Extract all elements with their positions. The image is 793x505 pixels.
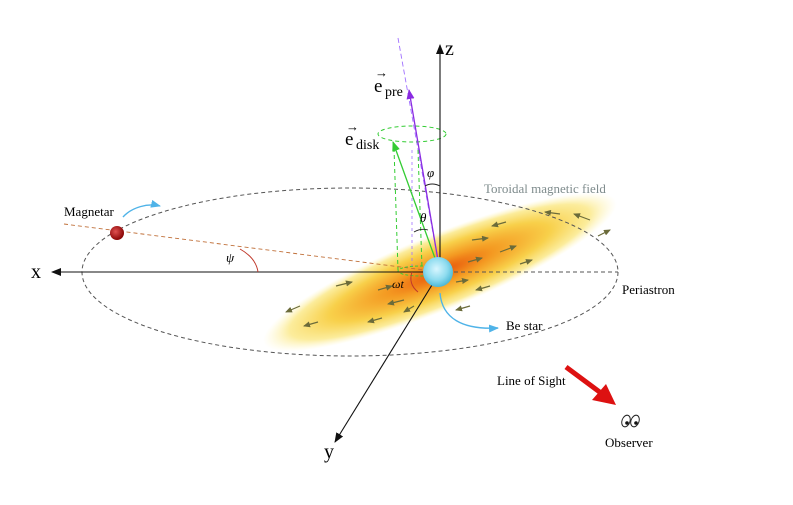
cone-dashed-left (393, 147, 399, 271)
observer-eyes-icon (621, 414, 640, 428)
e-pre-label: → e pre (374, 65, 403, 100)
magnetar-direction-line (63, 223, 441, 273)
be-star-rotation-arrow (439, 292, 499, 333)
toroidal-field-label: Toroidal magnetic field (484, 181, 606, 196)
cone-dashed-right (417, 149, 423, 269)
psi-label: ψ (226, 250, 235, 265)
field-arrow (467, 256, 483, 263)
y-axis (334, 271, 441, 443)
periastron-label: Periastron (622, 282, 675, 297)
field-arrow (573, 213, 591, 221)
y-axis-label: y (324, 441, 334, 463)
field-arrow (471, 235, 489, 242)
phi-label: φ (427, 165, 434, 180)
psi-arc (239, 248, 259, 273)
omega-t-label: ωt (392, 277, 404, 291)
line-of-sight-arrow (564, 364, 607, 399)
omega-t-arc (410, 271, 419, 293)
theta-label: θ (420, 210, 427, 225)
svg-text:pre: pre (385, 85, 403, 100)
field-arrow (597, 229, 611, 237)
svg-text:e: e (374, 76, 382, 97)
field-arrow (455, 305, 471, 312)
e-disk-label: → e disk (345, 119, 379, 153)
magnetar-label: Magnetar (64, 204, 114, 219)
field-arrow (475, 285, 491, 292)
field-arrow (303, 321, 319, 328)
be-star (423, 257, 453, 287)
be-star-label: Be star (506, 318, 543, 333)
field-arrow (377, 284, 393, 291)
line-of-sight-arrowhead (592, 384, 616, 405)
field-arrow (544, 209, 561, 216)
magnetar (110, 226, 124, 240)
svg-text:disk: disk (356, 138, 379, 153)
observer-label: Observer (605, 435, 653, 450)
svg-text:→: → (346, 119, 359, 134)
magnetar-orbit-arrow (122, 199, 161, 218)
field-arrow (499, 245, 517, 253)
field-arrow (285, 305, 301, 313)
field-arrow (367, 317, 383, 324)
phi-arc (424, 183, 441, 187)
e-pre-vector (406, 89, 441, 273)
toroidal-field-arrows (285, 209, 611, 328)
field-arrow (335, 280, 353, 287)
z-axis-label: z (445, 38, 454, 60)
precession-cone-ring (377, 125, 447, 143)
theta-arc (413, 228, 429, 233)
svg-text:e: e (345, 129, 353, 150)
x-axis-label: x (31, 261, 41, 283)
svg-text:→: → (375, 65, 388, 80)
field-arrow (519, 259, 533, 265)
field-arrow (403, 305, 415, 313)
line-of-sight-label: Line of Sight (497, 373, 566, 388)
field-arrow (455, 278, 469, 284)
field-arrow (491, 221, 507, 228)
field-arrow (387, 299, 405, 306)
e-disk-vector (392, 141, 441, 273)
